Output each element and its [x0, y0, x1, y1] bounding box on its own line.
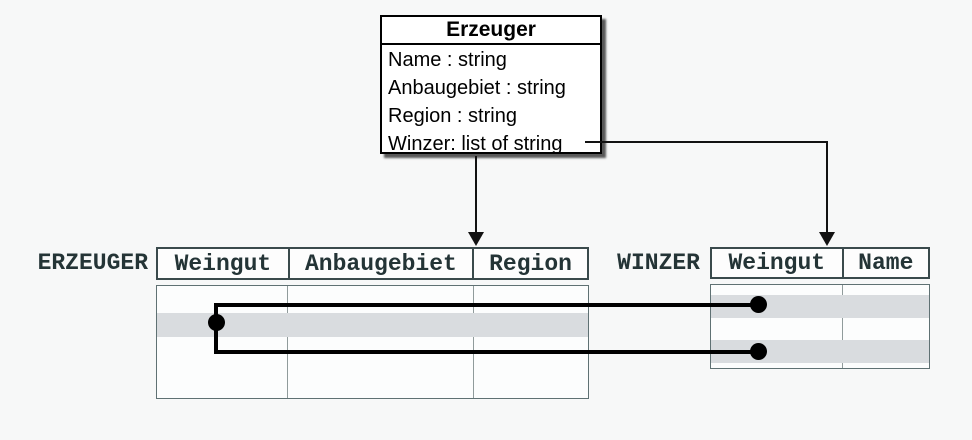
winzer-table-header: Weingut Name	[710, 247, 930, 279]
class-box-title: Erzeuger	[382, 17, 600, 45]
arrow-line-winzer-vertical	[826, 141, 828, 234]
arrowhead-down-icon	[468, 232, 484, 246]
record-link-bottom	[214, 350, 758, 354]
record-endpoint-erzeuger	[208, 314, 225, 331]
arrow-line-winzer-horizontal	[585, 141, 828, 143]
arrowhead-down-icon	[819, 232, 835, 246]
record-endpoint-winzer-2	[750, 343, 767, 360]
erzeuger-header-anbaugebiet: Anbaugebiet	[287, 249, 472, 278]
arrow-line-to-erzeuger	[475, 156, 477, 234]
erzeuger-table-header: Weingut Anbaugebiet Region	[156, 247, 589, 280]
class-attribute-list: Name : string Anbaugebiet : string Regio…	[382, 45, 600, 158]
class-attribute-winzer: Winzer: list of string	[388, 133, 563, 155]
winzer-table-body	[710, 284, 930, 369]
erzeuger-highlighted-row	[157, 313, 588, 337]
class-attribute-name: Name : string	[388, 49, 507, 71]
column-separator	[473, 286, 474, 398]
class-box-erzeuger: Erzeuger Name : string Anbaugebiet : str…	[380, 15, 602, 155]
winzer-header-weingut: Weingut	[728, 250, 826, 276]
winzer-table-label: WINZER	[617, 250, 700, 276]
column-separator	[842, 285, 843, 368]
class-attribute-anbaugebiet: Anbaugebiet : string	[388, 77, 566, 99]
record-endpoint-winzer-1	[750, 296, 767, 313]
erzeuger-header-weingut: Weingut	[174, 250, 272, 277]
column-separator	[287, 286, 288, 398]
erzeuger-table-label: ERZEUGER	[37, 250, 148, 276]
erzeuger-header-region: Region	[472, 249, 587, 278]
winzer-header-name: Name	[841, 249, 928, 277]
record-link-top	[214, 303, 758, 307]
class-attribute-region: Region : string	[388, 105, 517, 127]
